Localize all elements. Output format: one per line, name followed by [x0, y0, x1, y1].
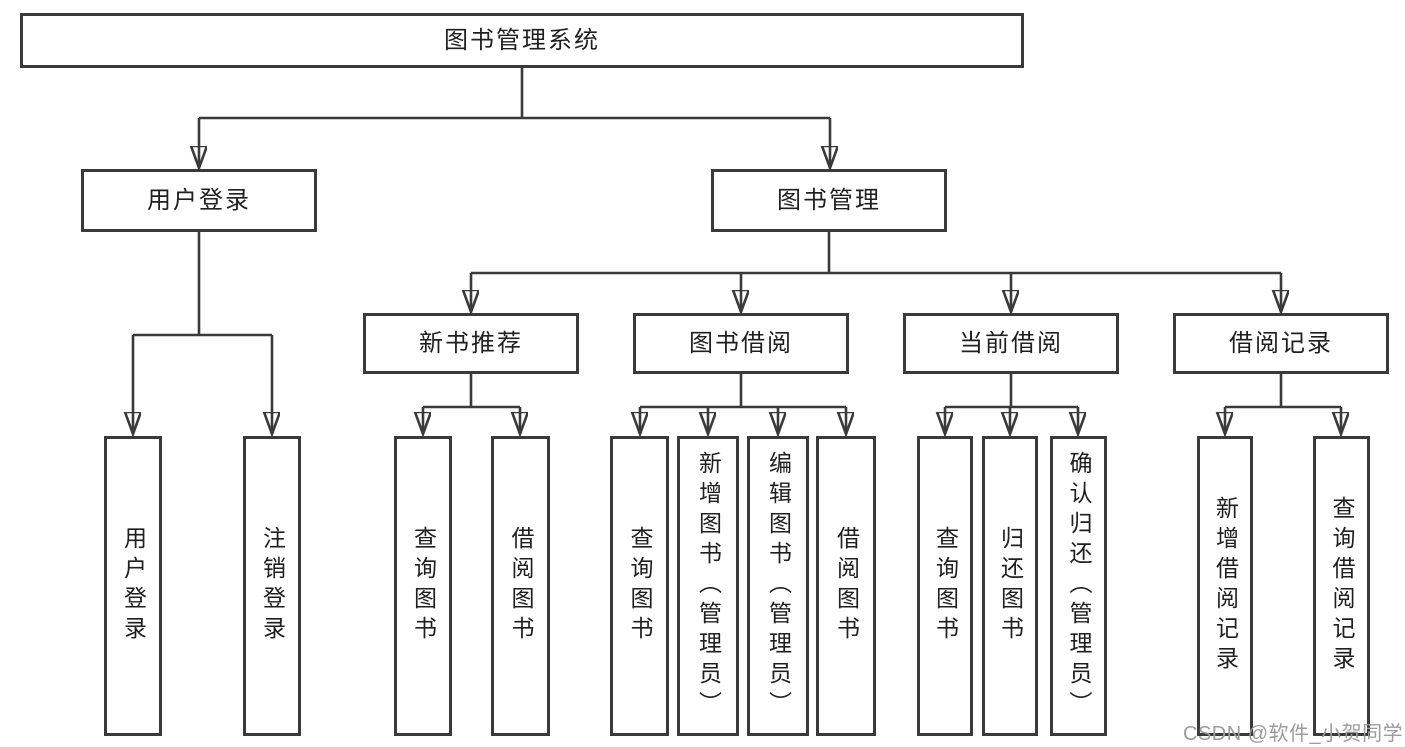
leaf-add-borrow-record: 新增借阅记录 — [1197, 436, 1253, 736]
leaf-logout-login: 注销登录 — [243, 436, 301, 736]
leaf-user-login: 用户登录 — [104, 436, 162, 736]
leaf-borrow-books-recommend: 借阅图书 — [491, 436, 550, 736]
leaf-query-books-recommend: 查询图书 — [394, 436, 452, 736]
leaf-return-books: 归还图书 — [982, 436, 1038, 736]
leaf-edit-books-admin: 编辑图书（管理员） — [747, 436, 809, 736]
node-book-borrowing: 图书借阅 — [633, 313, 849, 374]
watermark-text: CSDN @软件_小贺同学 — [1183, 723, 1404, 745]
leaf-query-books-current: 查询图书 — [917, 436, 973, 736]
node-current-borrowing: 当前借阅 — [903, 313, 1119, 374]
leaf-query-books-borrowing: 查询图书 — [610, 436, 669, 736]
node-library-management-system: 图书管理系统 — [20, 13, 1024, 68]
leaf-borrow-books: 借阅图书 — [816, 436, 876, 736]
leaf-query-borrow-record: 查询借阅记录 — [1313, 436, 1370, 736]
node-book-management: 图书管理 — [711, 169, 947, 232]
node-new-book-recommendation: 新书推荐 — [363, 313, 579, 374]
node-borrowing-records: 借阅记录 — [1173, 313, 1389, 374]
leaf-add-books-admin: 新增图书（管理员） — [677, 436, 739, 736]
leaf-confirm-return-admin: 确认归还（管理员） — [1050, 436, 1107, 736]
node-user-login: 用户登录 — [81, 169, 317, 232]
